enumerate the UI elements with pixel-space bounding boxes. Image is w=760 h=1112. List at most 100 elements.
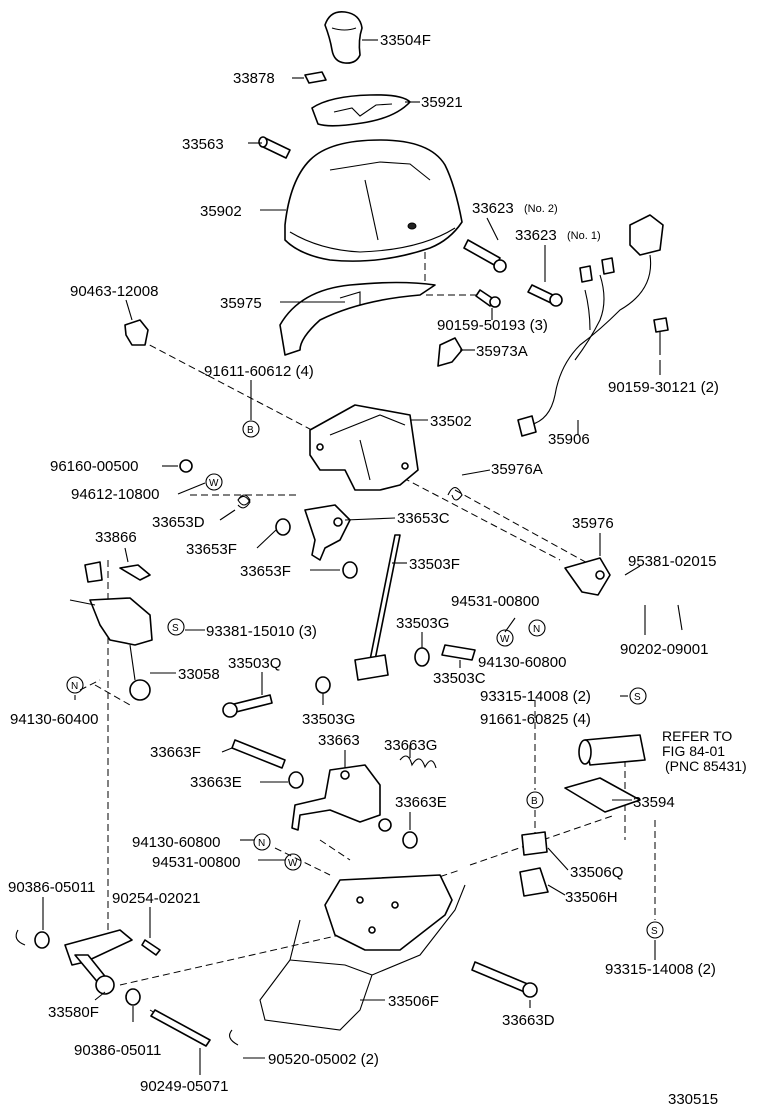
clip-left — [15, 929, 26, 946]
label-94612: 94612-10800 — [71, 486, 159, 503]
symbol-s-1: S — [167, 618, 185, 636]
symbol-w-2: W — [496, 629, 514, 647]
label-33623-no2-note: (No. 2) — [524, 203, 558, 215]
clip-90520 — [229, 1029, 239, 1046]
symbol-b-2: B — [526, 791, 544, 809]
bushing-33503G-b — [315, 676, 331, 694]
cam-35976 — [564, 557, 611, 596]
lever-33653C — [304, 504, 351, 561]
symbol-s-3: S — [646, 921, 664, 939]
label-93381: 93381-15010 (3) — [206, 623, 317, 640]
svg-text:B: B — [247, 425, 254, 436]
svg-text:W: W — [288, 858, 298, 869]
label-90249: 90249-05071 — [140, 1078, 228, 1095]
label-94130-60800-a: 94130-60800 — [478, 654, 566, 671]
label-33058: 33058 — [178, 666, 220, 683]
washer-96160 — [179, 459, 193, 473]
label-35906: 35906 — [548, 431, 590, 448]
label-33653F-b: 33653F — [240, 563, 291, 580]
label-33663G: 33663G — [384, 737, 437, 754]
rod-33503F — [354, 534, 401, 681]
screw-90159-50193 — [475, 289, 501, 308]
bushing-33653F-a — [275, 518, 291, 536]
pin-33563 — [258, 136, 291, 159]
label-33663E-a: 33663E — [190, 774, 242, 791]
diagram-id: 330515 — [668, 1091, 718, 1108]
label-90159-30121: 90159-30121 (2) — [608, 379, 719, 396]
label-94130-60400: 94130-60400 — [10, 711, 98, 728]
symbol-n-3: N — [253, 833, 271, 851]
svg-text:S: S — [634, 692, 641, 703]
trim-35975 — [279, 281, 436, 356]
screw-90159-30121 — [653, 317, 669, 355]
label-33663E-b: 33663E — [395, 794, 447, 811]
clip-90463 — [124, 319, 149, 346]
svg-text:N: N — [71, 681, 78, 692]
plate-33594 — [564, 734, 646, 813]
label-33594: 33594 — [633, 794, 675, 811]
label-91661: 91661-60825 (4) — [480, 711, 591, 728]
shift-lock-33058 — [69, 561, 153, 701]
label-33503G-a: 33503G — [396, 615, 449, 632]
label-33563: 33563 — [182, 136, 224, 153]
bolt-33663D — [471, 961, 538, 998]
label-93315-b: 93315-14008 (2) — [605, 961, 716, 978]
bushing-33663E-b — [402, 831, 418, 849]
label-33506Q: 33506Q — [570, 864, 623, 881]
bushing-33503G-a — [414, 647, 430, 667]
label-94531-b: 94531-00800 — [152, 854, 240, 871]
label-35976: 35976 — [572, 515, 614, 532]
label-90386-b: 90386-05011 — [74, 1042, 161, 1059]
spring-33866 — [119, 564, 151, 581]
label-94531-a: 94531-00800 — [451, 593, 539, 610]
leader-lines — [42, 39, 661, 1075]
bushing-33653F-b — [342, 561, 358, 579]
svg-text:N: N — [258, 838, 265, 849]
label-90254: 90254-02021 — [112, 890, 200, 907]
bushing-90386-b — [125, 988, 141, 1006]
label-35973A: 35973A — [476, 343, 528, 360]
label-33623-no1: 33623 — [515, 227, 557, 244]
symbol-w-1: W — [205, 473, 223, 491]
label-95381: 95381-02015 — [628, 553, 716, 570]
pin-90254 — [141, 939, 161, 956]
label-33653C: 33653C — [397, 510, 450, 527]
label-90386-a: 90386-05011 — [8, 879, 95, 896]
lever-33580F — [64, 929, 133, 995]
rod-33663F — [231, 739, 286, 769]
symbol-n-1: N — [528, 619, 546, 637]
base-bracket-33506F — [259, 874, 466, 1031]
refer-line3: (PNC 85431) — [665, 758, 747, 774]
svg-text:W: W — [209, 478, 219, 489]
svg-text:S: S — [172, 623, 179, 634]
symbol-b-1: B — [242, 420, 260, 438]
plate-33878 — [304, 71, 327, 84]
label-33503Q: 33503Q — [228, 655, 281, 672]
label-90159-50193: 90159-50193 (3) — [437, 317, 548, 334]
label-33503C: 33503C — [433, 670, 486, 687]
symbol-w-3: W — [284, 853, 302, 871]
symbol-markers: B W S W N N S B N W S — [66, 420, 664, 939]
console-box-35902 — [284, 139, 463, 262]
bracket-33663 — [291, 764, 392, 832]
pin-95381 — [677, 604, 683, 631]
symbol-s-2: S — [629, 687, 647, 705]
svg-text:S: S — [651, 926, 658, 937]
pin-90249 — [150, 1009, 211, 1047]
bushing-33506H — [519, 867, 549, 897]
symbol-n-2: N — [66, 676, 84, 694]
label-33502: 33502 — [430, 413, 472, 430]
spring-33653D — [237, 494, 251, 509]
shift-knob — [324, 10, 363, 64]
label-33504F: 33504F — [380, 32, 431, 49]
refer-line1: REFER TO — [662, 728, 732, 744]
label-90202: 90202-09001 — [620, 641, 708, 658]
label-33503F: 33503F — [409, 556, 460, 573]
svg-text:B: B — [531, 796, 538, 807]
label-91611: 91611-60612 (4) — [204, 363, 314, 380]
label-33878: 33878 — [233, 70, 275, 87]
part-labels: 33504F 33878 35921 33563 35902 33623 (No… — [8, 32, 747, 1108]
bolt-33623-no1 — [527, 284, 563, 307]
